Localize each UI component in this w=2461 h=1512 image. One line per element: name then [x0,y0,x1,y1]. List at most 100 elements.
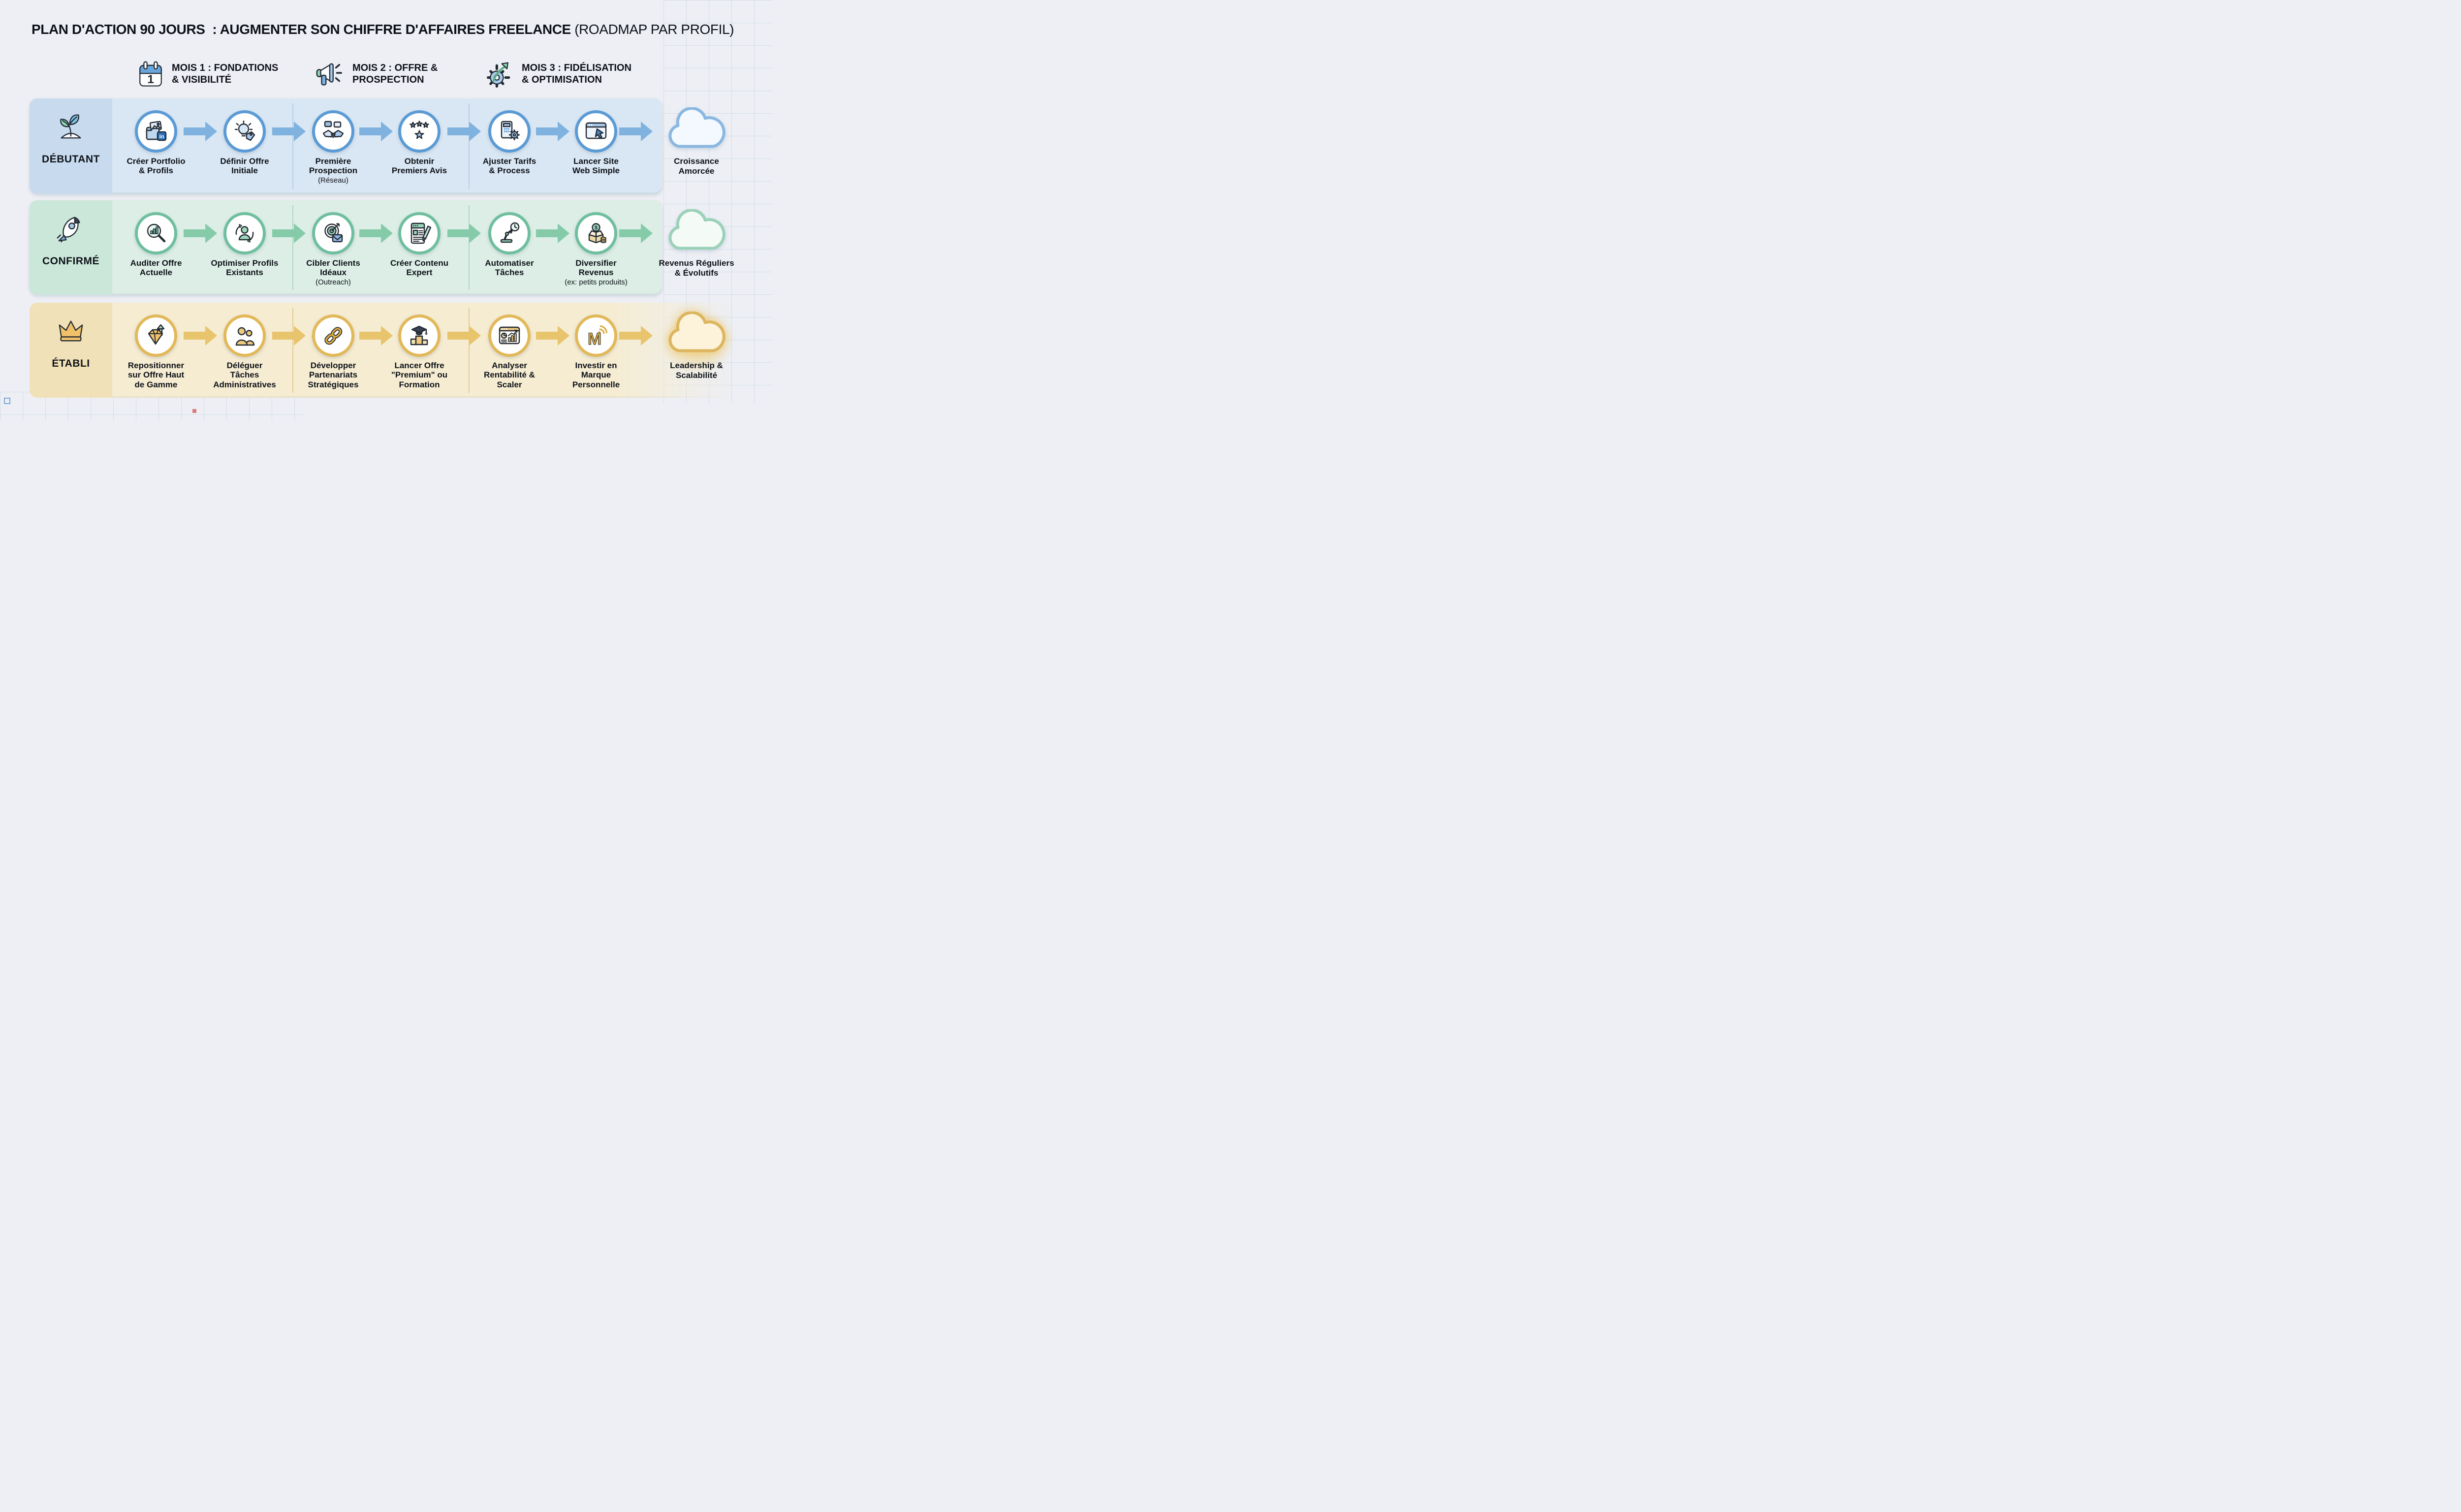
two-people-icon [235,327,255,346]
arrow-right-icon [536,223,569,243]
arrow-right-icon [359,326,393,346]
arrow-right-icon [184,223,217,243]
arrow-right-icon [184,326,217,346]
step-circle [488,315,531,357]
step-circle [575,110,617,153]
analytics-browser-icon [499,326,520,345]
handshake-chat-icon [322,121,344,138]
row-debutant-profile-zone: DÉBUTANT [30,98,112,194]
arrow-right-icon [619,326,653,346]
browser-launch-icon [585,122,607,139]
step-label: Définir Offre Initiale [220,157,269,176]
arrow-right-icon [447,326,481,346]
robot-arm-clock-icon [500,222,520,243]
month-divider [469,103,470,189]
outcome-label: Revenus Réguliers & Évolutifs [659,258,734,278]
row-debutant: DÉBUTANT in [30,98,772,194]
arrow-right-icon [272,326,306,346]
step-label: Ajuster Tarifs & Process [482,157,536,176]
cloud-icon [668,209,726,250]
stars-review-icon [410,121,429,139]
svg-text:M: M [588,330,601,347]
page-title-suffix: (ROADMAP PAR PROFIL) [574,22,734,37]
page-title-main: PLAN D'ACTION 90 JOURS : AUGMENTER SON C… [32,22,575,37]
step-label: Repositionner sur Offre Haut de Gamme [127,361,185,389]
step-label: Analyser Rentabilité & Scaler [484,361,535,389]
step-label: Automatiser Tâches [485,258,534,278]
diamond-up-arrow-icon [148,324,165,345]
calculator-gear-icon [501,121,520,140]
row-etabli: ÉTABLI [30,299,772,398]
arrow-right-icon [447,122,481,141]
step-label: Obtenir Premiers Avis [391,157,447,176]
arrow-right-icon [359,223,393,243]
target-envelope-icon [324,223,343,243]
magnifier-chart-icon [147,223,166,243]
arrow-right-icon [447,223,481,243]
month-divider [469,205,470,290]
seedling-icon [60,114,81,139]
step-label: Cibler Clients Idéaux(Outreach) [306,258,360,286]
step-label: Investir en Marque Personnelle [572,361,620,389]
step-circle [312,110,354,153]
chain-links-icon [324,327,343,345]
step-circle [398,315,441,357]
svg-text:$: $ [595,225,598,231]
month-divider [469,308,470,393]
step-label: Optimiser Profils Existants [211,258,279,278]
m-signal-icon: M [587,325,607,347]
profile-name: DÉBUTANT [42,154,100,165]
portfolio-linkedin-icon: in [146,121,167,141]
step-label: Lancer Site Web Simple [572,157,620,176]
crown-icon [59,320,83,342]
step-circle [398,110,441,153]
arrow-right-icon [536,326,569,346]
month-divider [292,103,293,189]
money-box-icon: $ [588,223,606,244]
row-etabli-profile-zone: ÉTABLI [30,303,112,398]
graduation-podium-icon [410,325,428,346]
step-circle [135,315,177,357]
step-label: Diversifier Revenus(ex: petits produits) [565,258,628,286]
svg-text:1: 1 [147,73,154,86]
month-1-title: MOIS 1 : FONDATIONS & VISIBILITÉ [172,63,279,86]
step-label: Créer Contenu Expert [390,258,449,278]
row-confirme-profile-zone: CONFIRMÉ [30,200,112,295]
month-divider [292,308,293,393]
megaphone-icon [316,63,342,86]
calendar-icon: 1 [139,61,162,87]
step-circle [135,212,177,254]
profile-name: CONFIRMÉ [42,255,99,267]
step-circle [223,110,266,153]
outcome-label: Croissance Amorcée [674,157,719,176]
step-circle [312,212,354,254]
arrow-right-icon [536,122,569,141]
step-circle [488,212,531,254]
lightbulb-tag-icon [234,120,255,141]
decor-blue-square [4,398,10,404]
arrow-right-icon [359,122,393,141]
cloud-icon [668,107,726,148]
step-circle [488,110,531,153]
step-circle: $ [575,212,617,254]
decor-red-square [192,409,196,413]
step-circle [223,315,266,357]
person-refresh-icon [235,224,254,243]
arrow-right-icon [619,223,653,243]
arrow-right-icon [619,122,653,141]
svg-text:in: in [159,134,164,140]
arrow-right-icon [184,122,217,141]
page-title: PLAN D'ACTION 90 JOURS : AUGMENTER SON C… [32,22,734,37]
month-divider [292,205,293,290]
document-pencil-icon [410,222,431,244]
month-2-title: MOIS 2 : OFFRE & PROSPECTION [352,63,438,86]
step-label: Lancer Offre "Premium" ou Formation [391,361,448,389]
step-label: Développer Partenariats Stratégiques [308,361,359,389]
rocket-icon [57,217,80,243]
row-confirme: CONFIRMÉ [30,200,772,295]
step-circle [223,212,266,254]
gear-growth-icon [486,62,510,88]
cloud-icon [668,312,726,352]
step-circle: in [135,110,177,153]
step-label: Auditer Offre Actuelle [130,258,182,278]
